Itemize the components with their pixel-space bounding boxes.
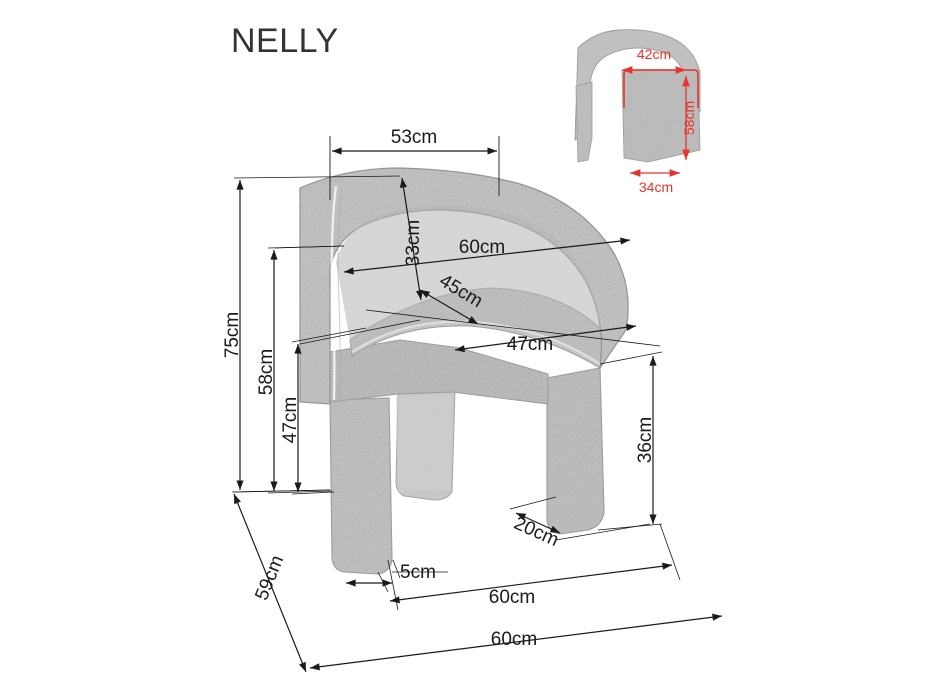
dimension-armrest-height: 47cm [280,327,367,495]
dimension-label-60cm-upper: 60cm [459,237,505,258]
dimension-label-47cm-seat: 47cm [507,334,553,355]
dimension-base-width-outer: 60cm [309,613,723,671]
dimension-label-60cm-inner: 60cm [489,587,535,608]
dimension-inset-seat-width: 42cm [622,46,686,74]
dimension-label-75cm: 75cm [222,312,243,358]
dimension-inset-seat-depth: 34cm [630,169,680,195]
dimension-label-47cm-arm: 47cm [280,397,301,443]
dimension-label-33cm: 33cm [403,220,424,266]
dimension-back-top-width: 53cm [329,127,500,200]
page-title: NELLY [231,22,339,60]
chair-under-seat-shadow [396,394,452,492]
dimension-seat-height: 36cm [597,351,663,531]
chair-seat-apron [329,339,549,405]
dimension-label-60cm-outer: 60cm [491,629,537,650]
dimension-base-width-inner: 60cm [387,523,681,611]
chair-left-arm-crease [330,185,338,401]
dimension-seat-width: 47cm [299,309,661,355]
chair-leg-front-right [546,367,605,535]
armchair-illustration [299,167,629,575]
dimension-label-42cm: 42cm [637,46,671,62]
dimension-back-height-total: 58cm [256,245,345,494]
chair-leg-front-left [329,397,393,575]
chair-left-arm-crease-shadow [337,187,343,401]
inset-chair-left-leg [575,81,593,163]
dimension-label-53cm: 53cm [391,127,437,148]
dimension-base-depth: 59cm [231,489,331,673]
dimension-label-58cm-inset: 58cm [681,101,697,135]
dimension-label-59cm: 59cm [251,552,288,603]
dimension-inset-back-height: 58cm [681,76,697,160]
dimension-label-5cm: 5cm [400,562,436,583]
dimension-label-58cm: 58cm [256,349,277,395]
inset-front-view: 42cm 58cm 34cm [574,29,701,195]
dimension-label-36cm: 36cm [635,417,656,463]
dimension-label-34cm: 34cm [639,179,673,195]
